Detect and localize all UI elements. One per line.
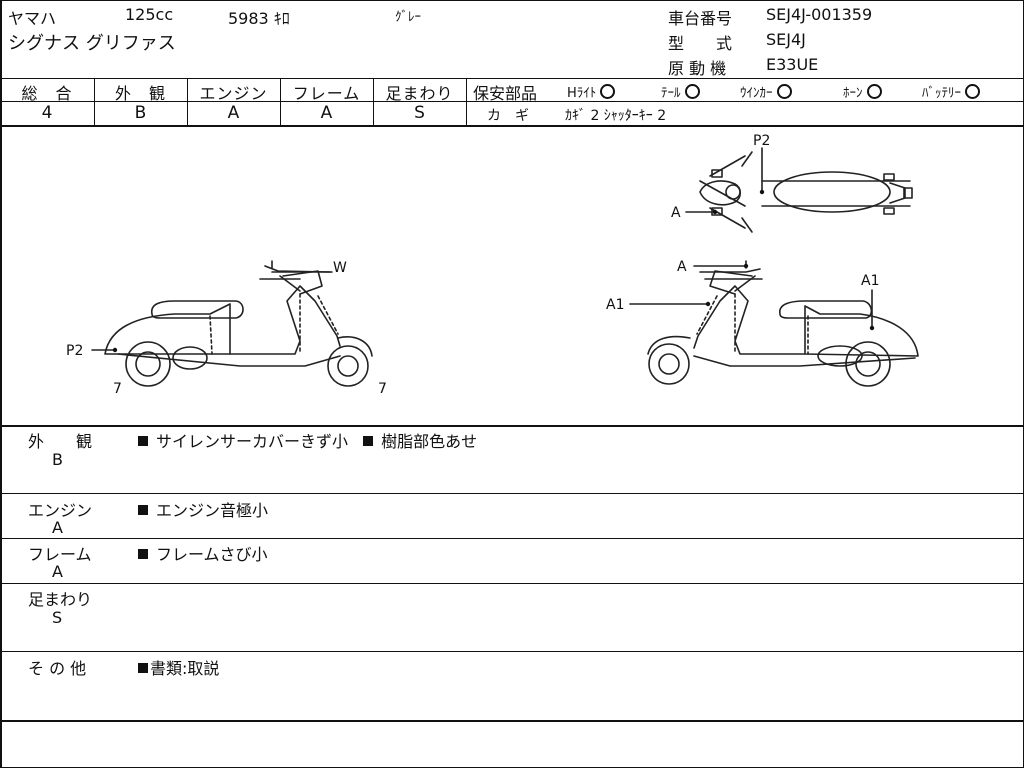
marker-dot [705, 301, 711, 307]
safety-item-winker: ｳｲﾝｶｰ [740, 82, 792, 101]
rule [0, 583, 1024, 584]
diagram-label-p2: P2 [753, 133, 770, 149]
rule [0, 101, 1024, 102]
diagram-label-7: 7 [113, 381, 122, 397]
ok-circle-icon [684, 84, 700, 99]
grade-frame-value: A [320, 103, 333, 123]
remark-note-frame: フレームさび小 [138, 541, 268, 565]
remark-note-text: エンジン音極小 [156, 501, 269, 520]
grade-engine-label: エンジン [199, 84, 268, 103]
diagram-label-a1: A1 [861, 273, 879, 289]
top-view [699, 151, 913, 233]
remark-note-other: 書類:取説 [138, 655, 219, 679]
rule [373, 78, 374, 125]
safety-item-headlight: Hﾗｲﾄ [567, 82, 616, 101]
safety-item-label: Hﾗｲﾄ [567, 86, 597, 101]
remark-note-exterior: サイレンサーカバーきず小 樹脂部色あせ [138, 428, 477, 452]
remark-label-engine: エンジン [28, 501, 93, 520]
rule [0, 720, 1024, 722]
remark-note-engine: エンジン音極小 [138, 497, 268, 521]
remark-label-suspension: 足まわり [28, 590, 93, 609]
diagram-label-a1: A1 [606, 297, 624, 313]
diagram-label-w: W [333, 260, 347, 276]
diagram-label-7: 7 [378, 381, 387, 397]
marker-dot [712, 209, 718, 215]
rule [187, 78, 188, 125]
key-value: ｶｷﾞ 2 ｼｬｯﾀｰｷｰ 2 [565, 108, 667, 124]
diagram-label-p2: P2 [66, 343, 83, 359]
key-label: カ ギ [487, 108, 529, 124]
safety-item-label: ﾎｰﾝ [843, 86, 863, 101]
rule [0, 425, 1024, 427]
remark-label-exterior: 外 観 [28, 432, 93, 451]
remark-grade-suspension: S [52, 608, 63, 627]
diagram-label-a: A [671, 205, 681, 221]
bullet-icon [138, 663, 148, 673]
frame-no-label: 車台番号 [668, 9, 733, 28]
remark-note-text: 樹脂部色あせ [381, 432, 478, 451]
rule [0, 125, 1024, 127]
bullet-icon [138, 436, 148, 446]
marker-dot [759, 189, 765, 195]
rule [0, 493, 1024, 494]
remark-note-text: フレームさび小 [156, 545, 268, 564]
scooter-diagram: W P2 7 7 A A1 A1 P2 A [66, 133, 919, 397]
rule [0, 78, 1024, 79]
type-value: SEJ4J [766, 30, 806, 49]
body-color: ｸﾞﾚｰ [395, 10, 421, 25]
mileage: 5983 ｷﾛ [228, 9, 290, 28]
remark-label-frame: フレーム [28, 545, 92, 564]
marker-dot [743, 263, 749, 269]
safety-item-tail: ﾃｰﾙ [661, 82, 700, 101]
remark-note-text: サイレンサーカバーきず小 [156, 432, 349, 451]
model-name: シグナス グリファス [8, 33, 176, 54]
ok-circle-icon [965, 84, 980, 99]
grade-exterior-value: B [134, 103, 147, 123]
maker-name: ヤマハ [8, 9, 57, 28]
grade-suspension-label: 足まわり [385, 84, 454, 103]
safety-label: 保安部品 [473, 84, 538, 103]
displacement: 125cc [125, 5, 174, 24]
right-side-view [647, 260, 919, 387]
bullet-icon [138, 549, 148, 559]
type-label: 型 式 [668, 34, 733, 53]
rule [0, 538, 1024, 539]
bullet-icon [363, 436, 374, 446]
grade-engine-value: A [227, 103, 240, 123]
rule [466, 78, 467, 125]
marker-dot [112, 347, 118, 353]
diagram-label-a: A [677, 259, 687, 275]
remark-label-other: そ の 他 [28, 659, 87, 678]
remark-grade-frame: A [52, 562, 63, 581]
bullet-icon [138, 505, 148, 515]
left-side-view [104, 260, 373, 387]
rule [0, 651, 1024, 652]
ok-circle-icon [776, 84, 792, 99]
remark-grade-exterior: B [52, 450, 63, 469]
safety-item-battery: ﾊﾞｯﾃﾘｰ [922, 82, 980, 101]
grade-total-value: 4 [41, 103, 53, 123]
safety-item-label: ｳｲﾝｶｰ [740, 86, 773, 101]
grade-suspension-value: S [414, 103, 425, 123]
grade-frame-label: フレーム [292, 84, 361, 103]
safety-item-label: ﾊﾞｯﾃﾘｰ [922, 86, 961, 101]
rule [94, 78, 95, 125]
safety-item-label: ﾃｰﾙ [661, 86, 681, 101]
grade-exterior-label: 外 観 [114, 84, 166, 103]
safety-item-horn: ﾎｰﾝ [843, 82, 882, 101]
ok-circle-icon [866, 84, 882, 99]
grade-total-label: 総 合 [21, 84, 73, 103]
ok-circle-icon [600, 84, 616, 99]
frame-no: SEJ4J-001359 [766, 5, 873, 24]
remark-note-text: 書類:取説 [150, 659, 220, 678]
rule [280, 78, 281, 125]
engine-value: E33UE [766, 55, 819, 74]
marker-dot [869, 325, 875, 331]
engine-label: 原 動 機 [668, 59, 727, 78]
remark-grade-engine: A [52, 518, 63, 537]
